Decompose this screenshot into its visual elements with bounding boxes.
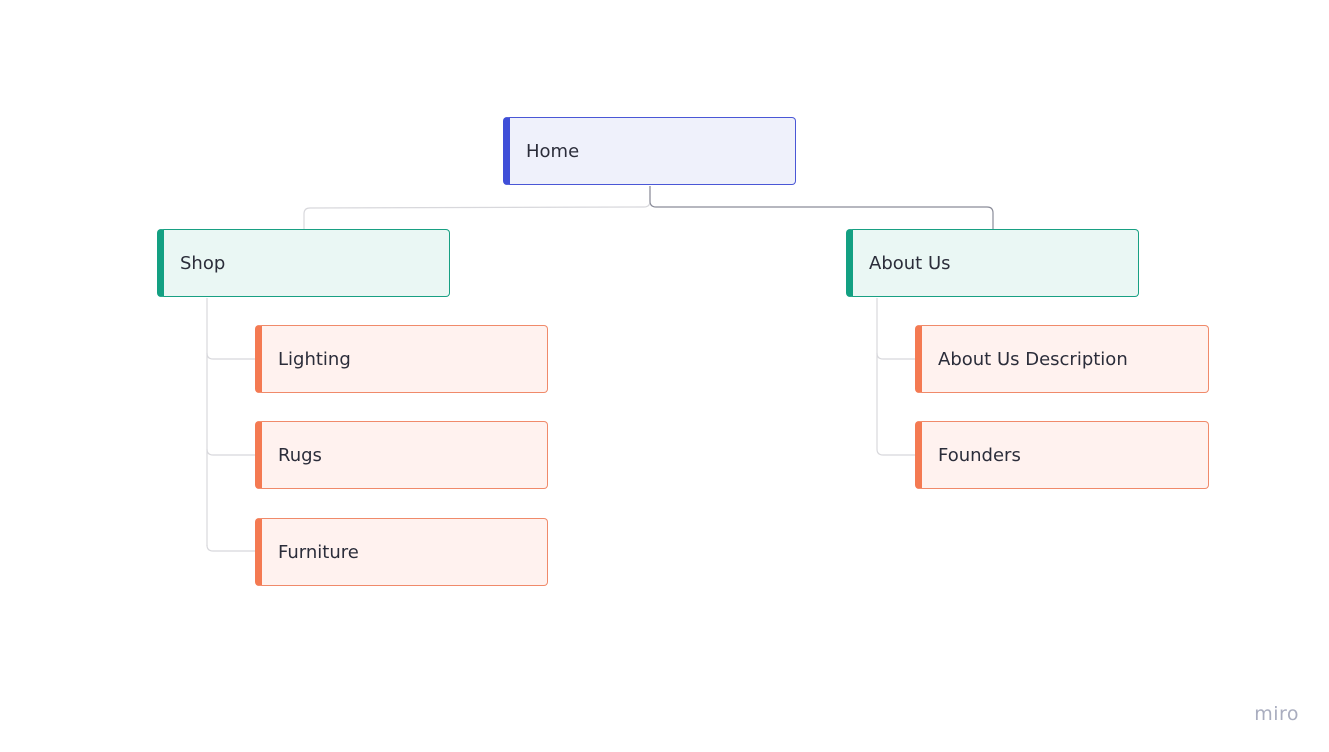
node-founders-label: Founders	[938, 444, 1021, 466]
connector-home-about	[649, 186, 994, 229]
connector-home-shop	[303, 186, 651, 229]
node-about-us-label: About Us	[869, 252, 951, 274]
node-home-label: Home	[526, 140, 580, 162]
node-lighting[interactable]: Lighting	[255, 325, 548, 393]
node-lighting-label: Lighting	[278, 348, 351, 370]
node-rugs[interactable]: Rugs	[255, 421, 548, 489]
miro-logo: miro	[1254, 703, 1299, 725]
node-furniture[interactable]: Furniture	[255, 518, 548, 586]
node-about-us-description[interactable]: About Us Description	[915, 325, 1209, 393]
connector-shop-furniture	[206, 544, 256, 552]
connector-shop-rugs	[206, 448, 256, 456]
node-founders[interactable]: Founders	[915, 421, 1209, 489]
node-about-us[interactable]: About Us	[846, 229, 1139, 297]
node-shop[interactable]: Shop	[157, 229, 450, 297]
node-home[interactable]: Home	[503, 117, 796, 185]
connector-about-description	[876, 352, 916, 360]
node-rugs-label: Rugs	[278, 444, 322, 466]
connector-about-founders	[876, 448, 916, 456]
node-furniture-label: Furniture	[278, 541, 359, 563]
connector-shop-lighting	[206, 352, 256, 360]
node-shop-label: Shop	[180, 252, 226, 274]
node-about-us-description-label: About Us Description	[938, 348, 1128, 370]
